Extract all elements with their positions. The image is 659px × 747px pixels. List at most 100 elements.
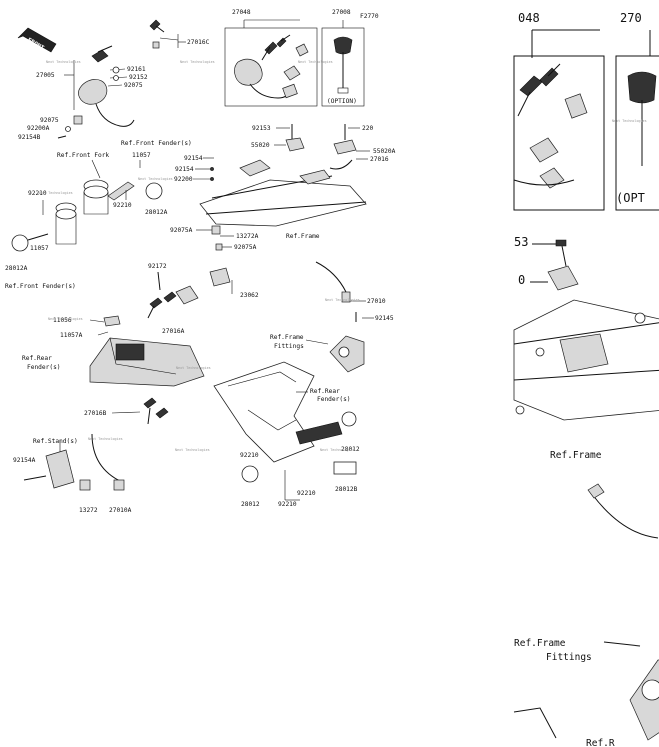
ref-rear-fender-2b: Fender(s)	[317, 396, 351, 403]
part-27048: 27048	[232, 9, 251, 16]
front-fork-clamp-icon	[11, 179, 135, 252]
bracket-55020-icon	[285, 137, 305, 152]
part-27016A: 27016A	[162, 328, 185, 335]
part-28012-b: 28012	[241, 501, 260, 508]
ignition-key-icon	[261, 34, 291, 61]
bracket-fittings-icon	[329, 335, 365, 373]
key-27016C-icon	[149, 19, 165, 49]
option-label: (OPTION)	[327, 98, 357, 105]
svg-text:Next Technologies: Next Technologies	[138, 177, 173, 181]
part-92210-c: 92210	[240, 452, 259, 459]
svg-text:Next Technologies: Next Technologies	[38, 191, 73, 195]
reflector-28012-right-icon	[341, 411, 357, 427]
ignition-switch-icon	[78, 45, 135, 127]
option-key-icon	[333, 36, 353, 94]
part-92210-d: 92210	[278, 501, 297, 508]
zoom-ref-frame-fittings-b: Fittings	[546, 652, 592, 663]
part-28012A-b: 28012A	[5, 265, 28, 272]
watermarks: Next Technologies Next Technologies Next…	[38, 60, 360, 452]
part-92172: 92172	[148, 263, 167, 270]
rear-fender-icon	[213, 361, 343, 463]
part-92210-e: 92210	[297, 490, 316, 497]
svg-text:Next Technologies: Next Technologies	[325, 298, 360, 302]
ref-stand: Ref.Stand(s)	[33, 438, 78, 445]
part-28012A: 28012A	[145, 209, 168, 216]
lock-cylinder-icon	[234, 43, 309, 99]
main-diagram: FRONT F2770 27048 27008 (OPTION)	[5, 9, 396, 514]
part-92145: 92145	[375, 315, 394, 322]
zoomed-detail: 048 270 (OPT Next Technologies 53 0	[513, 11, 659, 747]
zoom-ref-r: Ref.R	[586, 738, 615, 747]
svg-text:Next Technologies: Next Technologies	[48, 317, 83, 321]
part-27010: 27010	[367, 298, 386, 305]
svg-text:Next Technologies: Next Technologies	[88, 437, 123, 441]
stand-switch-icon	[23, 433, 125, 491]
svg-text:Next Technologies: Next Technologies	[320, 448, 355, 452]
zoom-option-box	[615, 55, 659, 211]
zoom-part-048: 048	[518, 11, 540, 25]
zoom-option-key-icon	[627, 71, 657, 104]
part-92075-b: 92075	[40, 117, 59, 124]
seat-lock-icon	[147, 267, 231, 319]
ref-rear-fender-1a: Ref.Rear	[22, 355, 52, 362]
svg-text:Next Technologies: Next Technologies	[175, 448, 210, 452]
front-arrow-icon: FRONT	[17, 27, 57, 53]
part-28012: 28012	[341, 446, 360, 453]
bracket-55020A-icon	[333, 139, 357, 155]
ref-rear-fender-2a: Ref.Rear	[310, 388, 340, 395]
ref-front-fender-2: Ref.Front Fender(s)	[5, 283, 76, 290]
reflector-28012-icon	[241, 465, 259, 483]
part-92200A: 92200A	[27, 125, 50, 132]
zoom-ref-frame: Ref.Frame	[550, 450, 602, 461]
part-27016C: 27016C	[187, 39, 210, 46]
zoom-watermark: Next Technologies	[612, 119, 647, 123]
part-92210-b: 92210	[113, 202, 132, 209]
part-27008: 27008	[332, 9, 351, 16]
part-11057A: 11057A	[60, 332, 83, 339]
ref-frame-fittings-a: Ref.Frame	[270, 334, 304, 341]
zoom-ref-frame-fittings-a: Ref.Frame	[514, 638, 566, 649]
zoom-bracket-icon	[629, 659, 659, 741]
cable-27010-icon	[315, 261, 347, 293]
key-set-box	[224, 27, 318, 107]
part-92154-b: 92154	[175, 166, 194, 173]
part-11056: 11056	[53, 317, 72, 324]
part-28012B: 28012B	[335, 486, 358, 493]
part-92161: 92161	[127, 66, 146, 73]
part-55020: 55020	[251, 142, 270, 149]
zoom-option: (OPT	[616, 191, 645, 205]
part-92075A-b: 92075A	[234, 244, 257, 251]
part-11057-b: 11057	[30, 245, 49, 252]
part-13272: 13272	[79, 507, 98, 514]
reflector-28012B-icon	[333, 461, 357, 475]
zoom-part-0: 0	[518, 273, 525, 287]
part-23062: 23062	[240, 292, 259, 299]
ref-front-fender-1: Ref.Front Fender(s)	[121, 140, 192, 147]
zoom-key-set-box	[513, 55, 605, 211]
part-13272A: 13272A	[236, 233, 259, 240]
part-92153: 92153	[252, 125, 271, 132]
part-92075A: 92075A	[170, 227, 193, 234]
zoom-cable-icon	[591, 493, 659, 539]
part-11057-a: 11057	[132, 152, 151, 159]
part-92154-a: 92154	[184, 155, 203, 162]
rear-fender-inner-icon	[89, 337, 205, 387]
part-27016: 27016	[370, 156, 389, 163]
part-92152: 92152	[129, 74, 148, 81]
part-27016B: 27016B	[84, 410, 107, 417]
part-92210-a: 92210	[28, 190, 47, 197]
reflector-28012A-icon	[145, 182, 163, 200]
zoom-part-270: 270	[620, 11, 642, 25]
part-92154A: 92154A	[13, 457, 36, 464]
part-55020A: 55020A	[373, 148, 396, 155]
svg-text:Next Technologies: Next Technologies	[176, 366, 211, 370]
ref-front-fork: Ref.Front Fork	[57, 152, 109, 159]
part-27005: 27005	[36, 72, 55, 79]
svg-text:Next Technologies: Next Technologies	[298, 60, 333, 64]
part-220: 220	[362, 125, 373, 132]
zoom-part-53: 53	[514, 235, 528, 249]
key-27016B-icon	[143, 397, 169, 425]
part-27010A: 27010A	[109, 507, 132, 514]
